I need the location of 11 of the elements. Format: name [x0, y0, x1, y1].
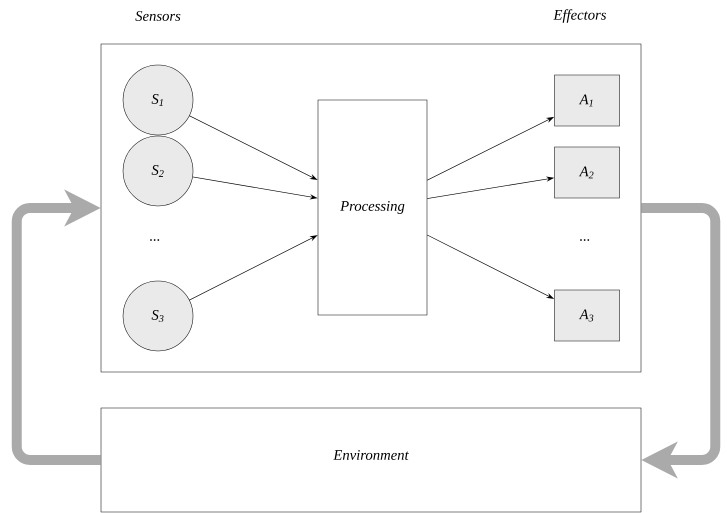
process-box: Processing [318, 100, 428, 316]
ellipsis: ... [150, 239, 160, 241]
effector-box: A$_{1}$ [554, 74, 620, 126]
effector-box: A$_{2}$ [554, 146, 620, 198]
heading: Effectors [553, 9, 606, 23]
feedback-arrow [641, 202, 720, 479]
ellipsis: ... [580, 239, 590, 241]
feedback-arrow [12, 189, 101, 465]
heading: Sensors [135, 11, 180, 21]
environment-box: Environment [100, 408, 642, 512]
effector-box: A$_{3}$ [554, 290, 620, 342]
